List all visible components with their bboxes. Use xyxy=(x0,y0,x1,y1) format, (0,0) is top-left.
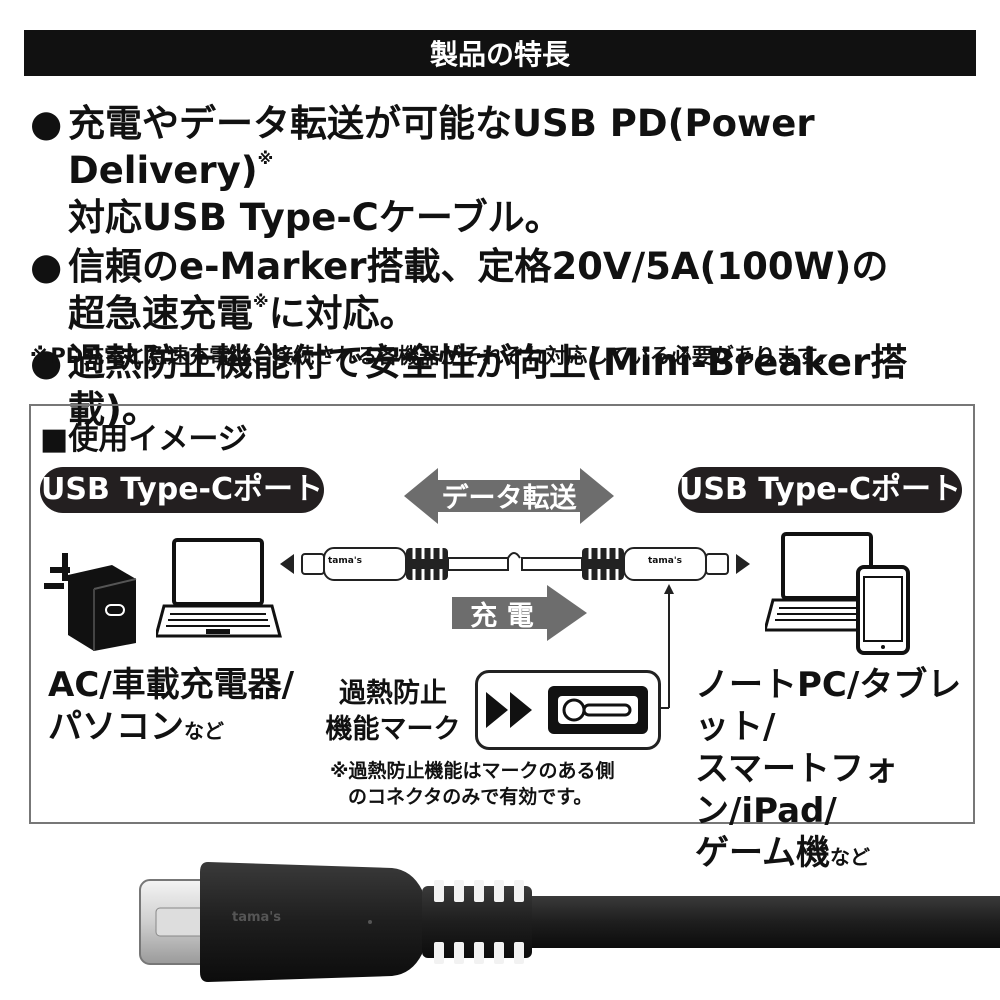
bullet-icon: ● xyxy=(30,245,63,288)
cable-diagram-icon xyxy=(280,547,750,581)
charging-label: 充 電 xyxy=(470,601,534,632)
pointer-line-icon xyxy=(661,584,674,709)
laptop-left-icon xyxy=(156,538,282,638)
overheat-label-line: 過熱防止 xyxy=(339,678,447,709)
right-devices-line: スマートフォン/iPad/ xyxy=(695,749,898,831)
feature-text: 充電やデータ転送が可能なUSB PD(Power Delivery) xyxy=(68,102,815,192)
data-transfer-label: データ転送 xyxy=(441,483,577,514)
right-devices-label: ノートPC/タブレット/ スマートフォン/iPad/ ゲーム機など xyxy=(695,664,995,878)
note-mark: ※ xyxy=(253,292,269,311)
usage-title: ■使用イメージ xyxy=(40,422,248,457)
overheat-mark-label: 過熱防止 機能マーク xyxy=(318,676,468,748)
usage-box xyxy=(29,404,975,824)
feature-list: ● 充電やデータ転送が可能なUSB PD(Power Delivery)※ 対応… xyxy=(30,100,990,435)
footnote: ※PD充電と急速充電は、接続される各機器がそれぞれ対応している必要があります。 xyxy=(30,344,837,368)
cable-brand-left: tama's xyxy=(328,556,362,566)
left-devices-suffix: など xyxy=(184,719,224,743)
port-label-right: USB Type-Cポート xyxy=(678,467,962,513)
smartphone-icon xyxy=(856,565,910,655)
data-transfer-arrow-icon xyxy=(404,468,614,524)
feature-text: 過熱防止機能付で安全性が向上(Mini-Breaker搭載)。 xyxy=(68,341,908,431)
feature-text: 信頼のe-Marker搭載、定格20V/5A(100W)の xyxy=(68,245,889,288)
right-devices-line: ノートPC/タブレット/ xyxy=(695,665,962,747)
charging-arrow-icon xyxy=(452,585,587,641)
feature-text: 超急速充電 xyxy=(68,292,253,335)
overheat-mark-icon xyxy=(486,686,648,734)
bullet-icon: ● xyxy=(30,102,63,145)
feature-item: ● 充電やデータ転送が可能なUSB PD(Power Delivery)※ 対応… xyxy=(30,100,990,241)
feature-text: に対応。 xyxy=(268,292,417,335)
right-devices-suffix: など xyxy=(829,845,870,869)
section-header: 製品の特長 xyxy=(24,30,976,76)
usb-c-cable-photo xyxy=(139,862,1000,982)
note-mark: ※ xyxy=(257,149,274,168)
photo-brand-logo: tama's xyxy=(232,910,282,925)
ac-adapter-icon xyxy=(44,553,137,651)
feature-text: 対応USB Type-Cケーブル。 xyxy=(68,196,562,239)
overheat-note-line: のコネクタのみで有効です。 xyxy=(348,786,593,808)
overheat-label-line: 機能マーク xyxy=(325,714,461,745)
right-devices-line: ゲーム機 xyxy=(695,833,830,873)
left-devices-line: パソコン xyxy=(48,707,184,747)
overheat-note: ※過熱防止機能はマークのある側 のコネクタのみで有効です。 xyxy=(330,758,614,810)
section-title: 製品の特長 xyxy=(429,38,570,71)
left-devices-label: AC/車載充電器/ パソコンなど xyxy=(48,664,294,752)
feature-item: ● 過熱防止機能付で安全性が向上(Mini-Breaker搭載)。 xyxy=(30,339,990,433)
overheat-note-line: ※過熱防止機能はマークのある側 xyxy=(330,760,615,782)
left-devices-line: AC/車載充電器/ xyxy=(48,665,295,705)
cable-brand-right: tama's xyxy=(648,556,682,566)
port-label-left: USB Type-Cポート xyxy=(40,467,324,513)
bullet-icon: ● xyxy=(30,341,63,384)
feature-item: ● 信頼のe-Marker搭載、定格20V/5A(100W)の 超急速充電※に対… xyxy=(30,243,990,337)
